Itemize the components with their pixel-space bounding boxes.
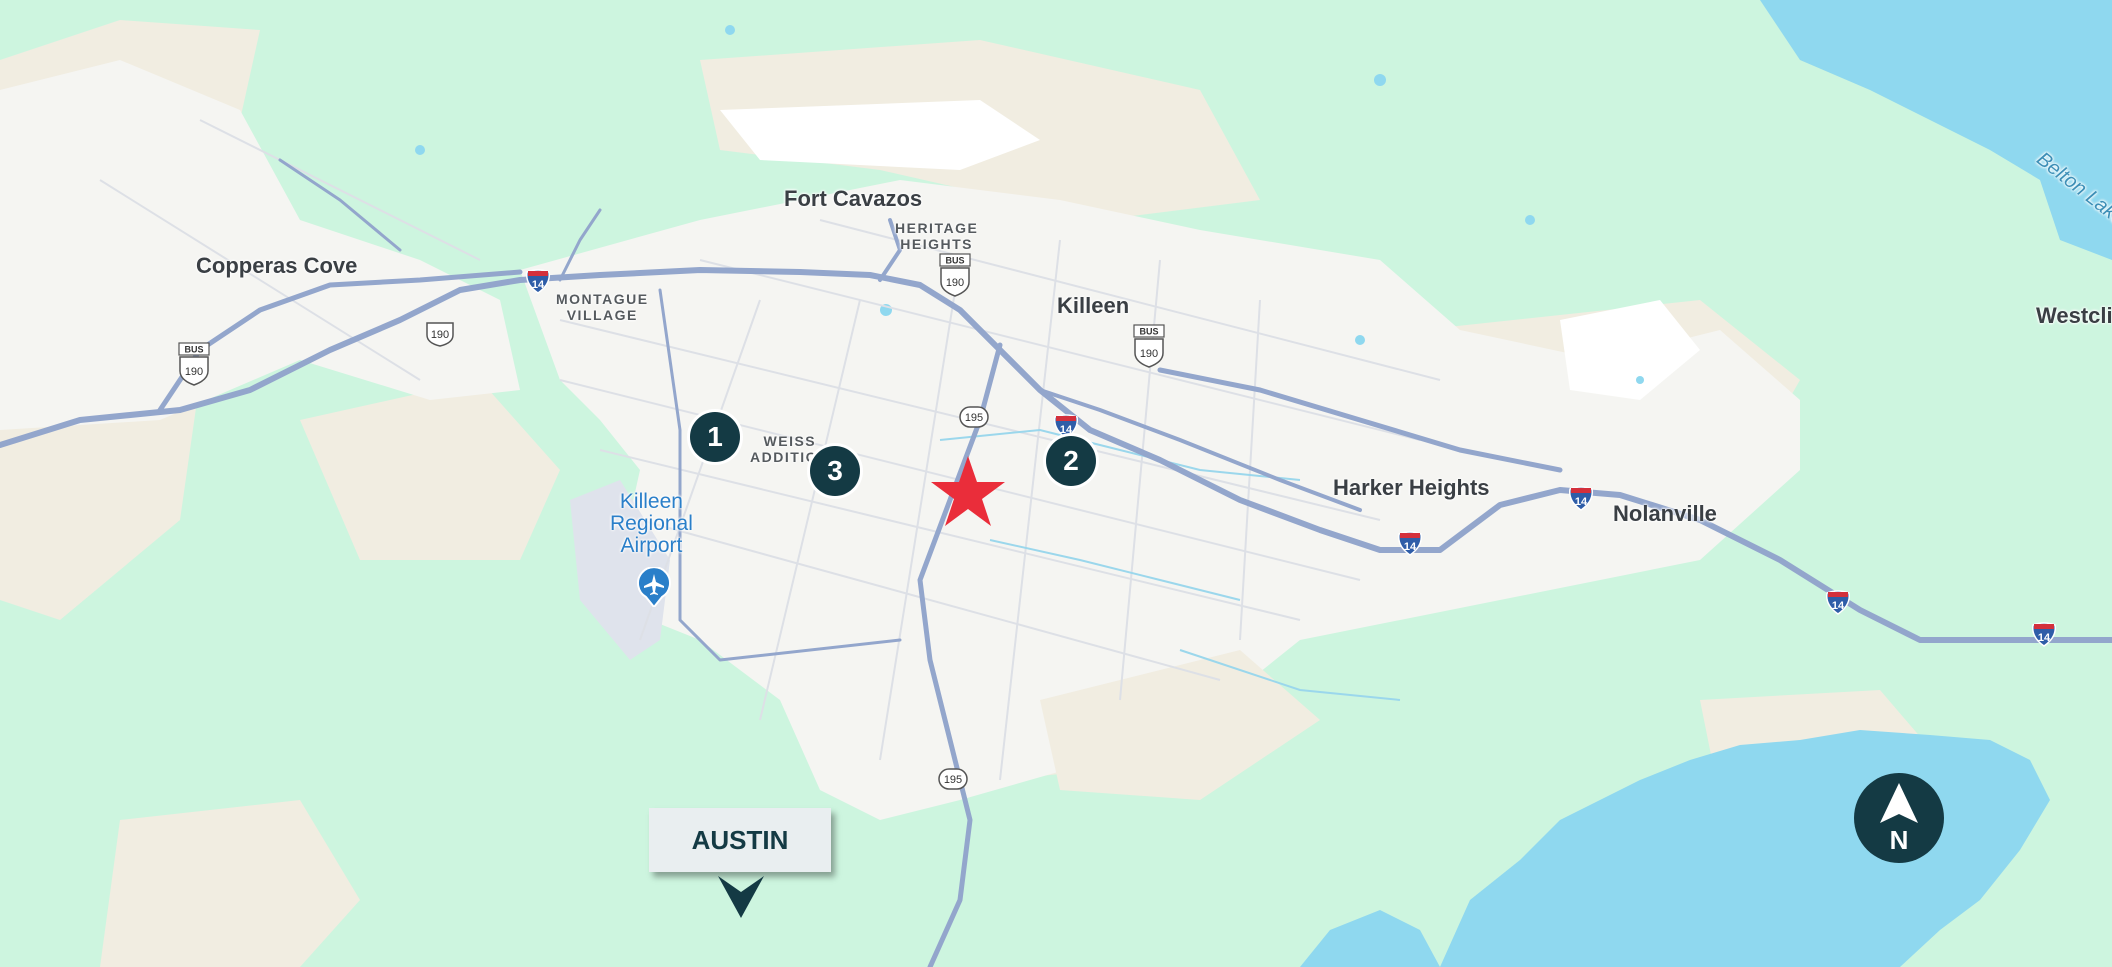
place-label-harker-heights: Harker Heights: [1333, 475, 1490, 500]
svg-text:195: 195: [965, 412, 983, 424]
north-arrow-icon: [1880, 783, 1918, 823]
svg-text:BUS: BUS: [945, 256, 964, 266]
location-marker-3[interactable]: 3: [810, 446, 860, 496]
interstate-shield: 14: [1053, 414, 1079, 439]
svg-text:BUS: BUS: [1139, 327, 1158, 337]
svg-text:14: 14: [1404, 541, 1417, 553]
interstate-shield: 14: [1825, 590, 1851, 615]
business-route-shield: BUS 190: [1133, 324, 1165, 368]
place-label-montague-village: MONTAGUE VILLAGE: [556, 291, 649, 323]
svg-text:14: 14: [1575, 496, 1588, 508]
compass-north-indicator: N: [1854, 773, 1944, 863]
us-route-shield: 190: [426, 322, 454, 347]
interstate-shield: 14: [1568, 486, 1594, 511]
location-marker-2[interactable]: 2: [1046, 436, 1096, 486]
star-icon[interactable]: [929, 454, 1007, 528]
svg-text:190: 190: [185, 366, 203, 378]
business-route-shield: BUS 190: [178, 342, 210, 386]
svg-text:14: 14: [1832, 600, 1845, 612]
svg-text:190: 190: [1140, 348, 1158, 360]
interstate-shield: 14: [1397, 531, 1423, 556]
interstate-shield: 14: [525, 269, 551, 294]
svg-text:14: 14: [1060, 424, 1073, 436]
state-route-shield: 195: [959, 406, 989, 428]
place-label-nolanville: Nolanville: [1613, 501, 1717, 526]
chevron-down-icon: [718, 876, 764, 918]
place-label-heritage-heights: HERITAGE HEIGHTS: [895, 220, 979, 252]
svg-text:195: 195: [944, 774, 962, 786]
svg-text:BUS: BUS: [184, 345, 203, 355]
svg-text:14: 14: [2038, 632, 2051, 644]
direction-label-austin: AUSTIN: [649, 808, 831, 872]
place-label-copperas-cove: Copperas Cove: [196, 253, 358, 278]
interstate-shield: 14: [2031, 622, 2057, 647]
place-label-fort-cavazos: Fort Cavazos: [784, 186, 923, 211]
svg-text:14: 14: [532, 279, 545, 291]
place-label-weiss-addition: WEISS ADDITION: [750, 433, 830, 465]
north-label: N: [1889, 825, 1909, 855]
place-label-westcliff: Westclif: [2036, 303, 2112, 328]
business-route-shield: BUS 190: [939, 253, 971, 297]
place-label-airport: Killeen Regional Airport: [610, 490, 693, 557]
svg-text:190: 190: [431, 329, 449, 341]
place-label-killeen: Killeen: [1057, 293, 1130, 318]
location-marker-1[interactable]: 1: [690, 412, 740, 462]
airplane-icon[interactable]: [636, 567, 672, 607]
svg-text:190: 190: [946, 277, 964, 289]
state-route-shield: 195: [938, 768, 968, 790]
